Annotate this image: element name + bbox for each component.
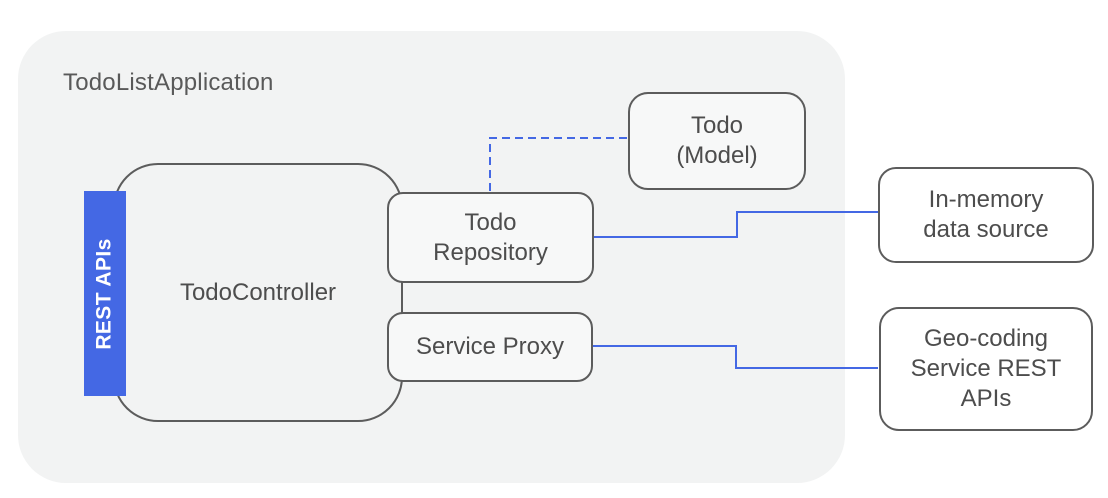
service-proxy-label: Service Proxy bbox=[415, 333, 565, 360]
rest-apis-badge: REST APIs bbox=[84, 191, 126, 396]
in-memory-data-source-node: In-memory data source bbox=[878, 167, 1094, 263]
todo-repository-node: Todo Repository bbox=[387, 192, 594, 283]
service-proxy-node: Service Proxy bbox=[387, 312, 593, 382]
todo-repository-label-line1: Todo bbox=[464, 208, 517, 236]
geocoding-label-line2: Service REST bbox=[910, 355, 1062, 382]
application-title: TodoListApplication bbox=[63, 69, 274, 96]
geocoding-service-node: Geo-coding Service REST APIs bbox=[879, 307, 1093, 431]
geocoding-label-line1: Geo-coding bbox=[923, 325, 1049, 352]
todo-repository-label-line2: Repository bbox=[433, 238, 548, 266]
todo-controller-node: TodoController bbox=[113, 163, 403, 422]
todo-model-label-line2: (Model) bbox=[676, 142, 758, 169]
in-memory-label-line2: data source bbox=[923, 216, 1049, 243]
rest-apis-label: REST APIs bbox=[93, 237, 117, 350]
todo-model-label-line1: Todo bbox=[690, 112, 744, 139]
in-memory-label-line1: In-memory bbox=[928, 186, 1044, 213]
todo-controller-label: TodoController bbox=[179, 278, 337, 306]
todo-model-node: Todo (Model) bbox=[628, 92, 806, 190]
geocoding-label-line3: APIs bbox=[960, 385, 1012, 412]
